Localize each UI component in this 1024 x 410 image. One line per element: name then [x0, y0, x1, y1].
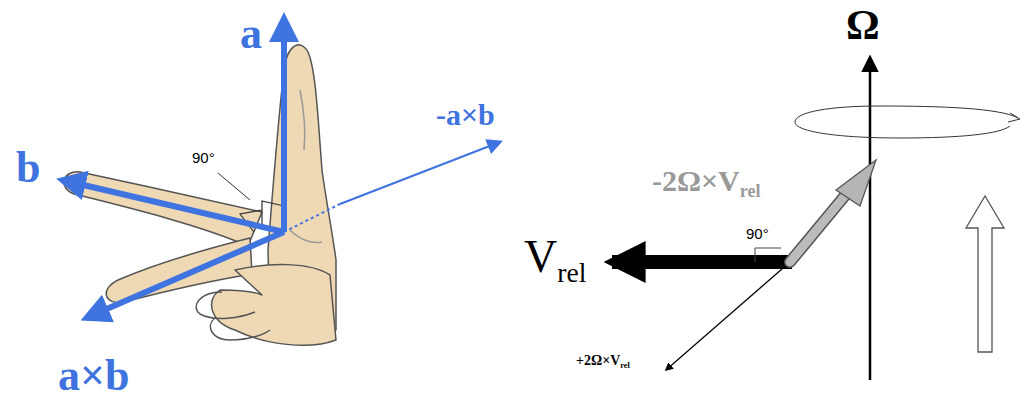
vector-label-group: -a×b	[436, 100, 495, 130]
vector-label-group: b	[16, 146, 40, 190]
coriolis-arrows	[612, 160, 876, 370]
angle-label: 90°	[192, 149, 215, 166]
vector-label: a×b	[58, 351, 130, 400]
subscript: rel	[740, 181, 761, 201]
velocity-label: V	[524, 231, 557, 282]
vector-arrows	[62, 18, 500, 318]
angle-label-group: 90°	[746, 226, 769, 241]
coriolis-label: +2Ω×V	[576, 353, 620, 368]
velocity-label-group: Vrel	[524, 234, 586, 286]
coriolis-label-group: +2Ω×Vrel	[576, 354, 630, 370]
vector-label: a	[240, 9, 262, 58]
coriolis-label: -2Ω×V	[652, 164, 740, 197]
angle-label: 90°	[746, 225, 769, 242]
vector-label: b	[16, 143, 40, 192]
omega-label-group: Ω	[846, 4, 880, 46]
vector-label: -a×b	[436, 98, 495, 131]
subscript: rel	[557, 257, 586, 288]
subscript: rel	[620, 361, 630, 370]
angle-label-group: 90°	[192, 150, 215, 165]
omega-label: Ω	[846, 2, 880, 48]
coriolis-label-group: -2Ω×Vrel	[652, 166, 760, 200]
vector-label-group: a×b	[58, 354, 130, 398]
hand	[64, 45, 336, 345]
vector-label-group: a	[240, 12, 262, 56]
